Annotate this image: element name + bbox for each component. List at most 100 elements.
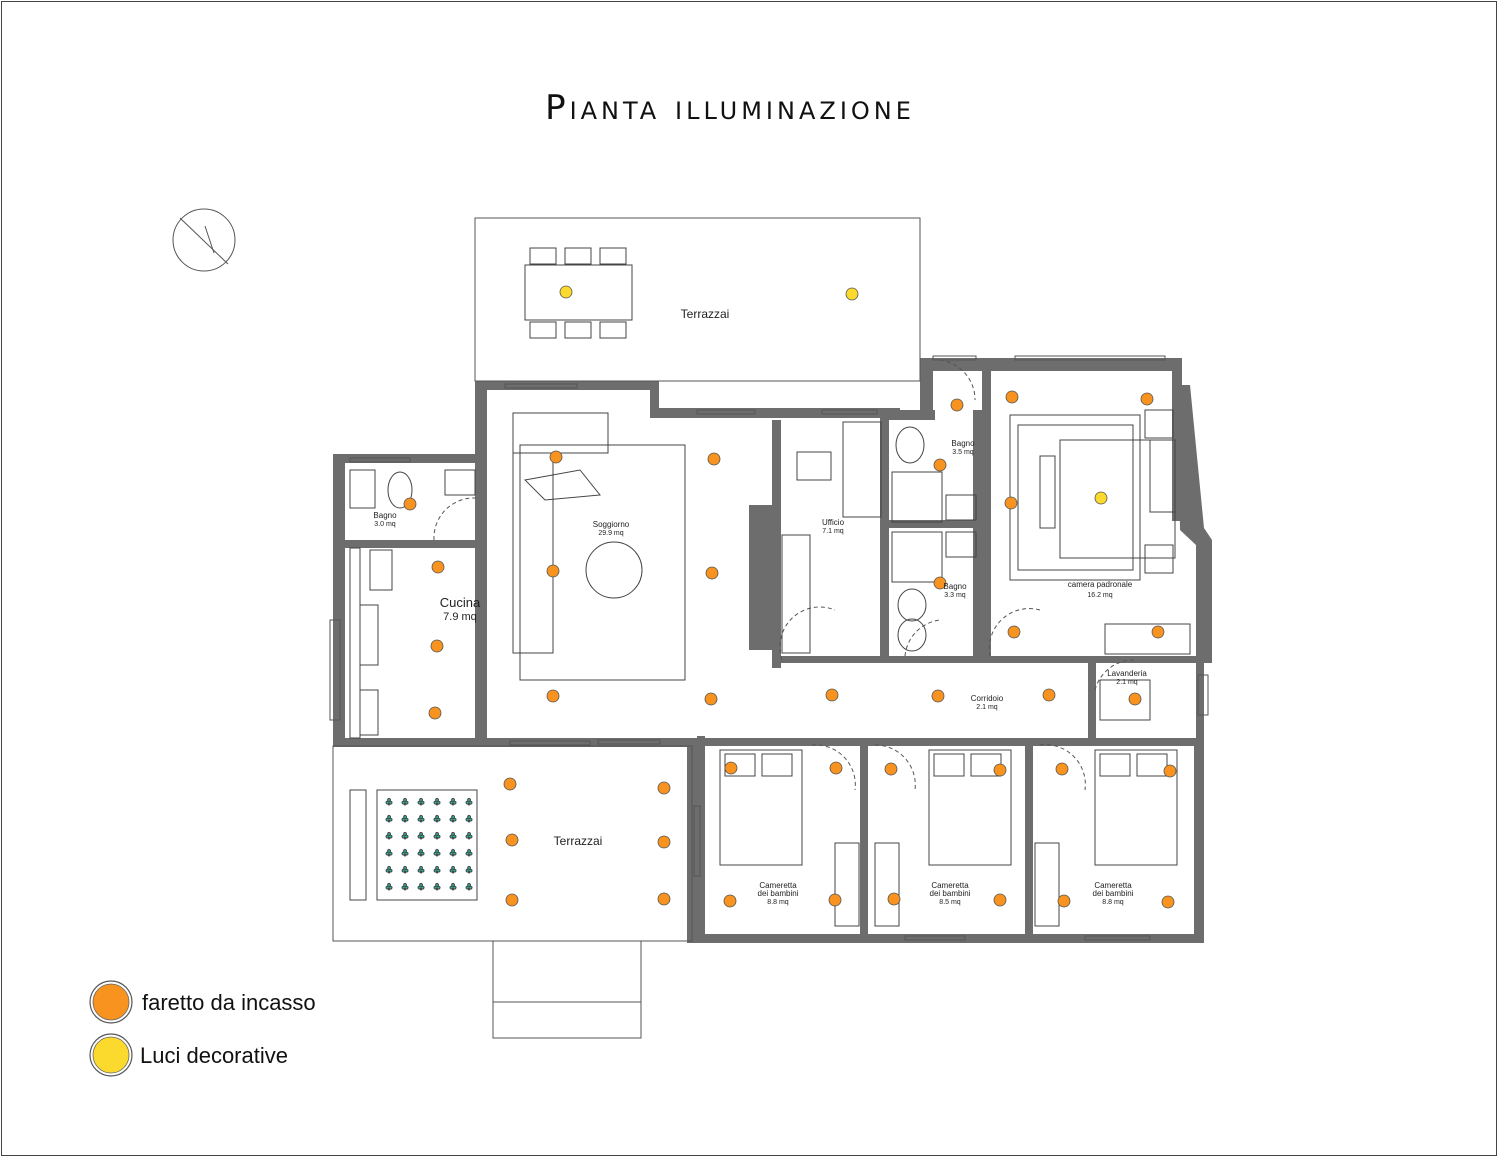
room-name: Bagno — [943, 582, 967, 591]
room-name: Ufficio — [822, 518, 845, 527]
wall — [333, 738, 692, 747]
recessed-spot-icon — [1004, 496, 1018, 510]
recessed-spot-icon — [993, 893, 1007, 907]
plant-icon: ♣ — [417, 832, 425, 842]
recessed-spot-icon — [1151, 625, 1165, 639]
plant-icon: ♣ — [417, 798, 425, 808]
plant-icon: ♣ — [433, 832, 441, 842]
plant-icon: ♣ — [417, 815, 425, 825]
room-name: Soggiorno — [593, 520, 630, 529]
pillow — [933, 753, 965, 777]
plant-icon: ♣ — [385, 849, 393, 859]
door-swing — [1039, 744, 1086, 791]
recessed-spot-icon — [1042, 688, 1056, 702]
wardrobe — [1034, 842, 1060, 927]
recessed-spot-icon — [724, 761, 738, 775]
window — [509, 740, 591, 746]
chair — [599, 247, 627, 265]
plant-icon: ♣ — [417, 866, 425, 876]
lounger — [349, 789, 367, 901]
north-arrow-icon — [204, 225, 215, 254]
wardrobe — [834, 842, 860, 927]
plant-icon: ♣ — [401, 849, 409, 859]
room-name: Bagno — [373, 511, 397, 520]
door-swing — [811, 744, 856, 791]
cabinet — [781, 534, 811, 654]
plant-icon: ♣ — [401, 883, 409, 893]
wall — [1094, 656, 1212, 663]
plant-icon: ♣ — [433, 798, 441, 808]
wall — [692, 934, 1204, 943]
nightstand — [1144, 544, 1174, 574]
room-area: 7.9 mq — [443, 611, 477, 623]
room-area: 3.5 mq — [952, 449, 974, 456]
door-swing — [874, 744, 916, 791]
plant-icon: ♣ — [385, 832, 393, 842]
sofa — [512, 412, 609, 454]
wall — [333, 454, 345, 746]
wall — [982, 371, 991, 656]
toilet — [895, 426, 925, 464]
window — [597, 739, 661, 745]
plant-icon: ♣ — [465, 798, 473, 808]
wall — [475, 381, 651, 390]
recessed-spot-icon — [505, 833, 519, 847]
room-area: 16.2 mq — [1087, 592, 1112, 599]
legend-label: Luci decorative — [140, 1043, 288, 1068]
plant-icon: ♣ — [465, 849, 473, 859]
chair — [529, 321, 557, 339]
chair — [564, 247, 592, 265]
plant-icon: ♣ — [449, 849, 457, 859]
window — [821, 409, 878, 415]
dining-table — [524, 264, 633, 321]
wall — [880, 410, 935, 420]
plant-icon: ♣ — [417, 883, 425, 893]
room-area: 7.1 mq — [822, 528, 844, 535]
bench — [1039, 455, 1056, 529]
plant-icon: ♣ — [465, 883, 473, 893]
room-name: Bagno — [951, 439, 975, 448]
plant-icon: ♣ — [385, 815, 393, 825]
washbasin — [945, 494, 977, 521]
wall — [920, 358, 933, 420]
recessed-spot-icon — [549, 450, 563, 464]
rug-inner — [1017, 424, 1134, 571]
washing-machine — [1099, 679, 1151, 721]
sofa — [512, 452, 554, 654]
recessed-spot-icon — [1055, 762, 1069, 776]
recessed-spot-icon — [403, 497, 417, 511]
single-bed — [928, 749, 1012, 866]
pillow — [724, 753, 756, 777]
window — [1084, 935, 1151, 941]
plant-icon: ♣ — [401, 866, 409, 876]
wall — [1088, 656, 1096, 746]
room-area: 3.0 mq — [374, 521, 396, 528]
room-area: 8.8 mq — [767, 899, 789, 906]
recessed-spot-icon — [705, 566, 719, 580]
wall — [650, 408, 772, 418]
plant-icon: ♣ — [433, 866, 441, 876]
single-bed — [719, 749, 803, 866]
wall — [920, 358, 1182, 371]
recessed-spot-icon — [1161, 895, 1175, 909]
recessed-spot-icon — [657, 892, 671, 906]
wall — [345, 540, 487, 548]
wall — [475, 381, 487, 746]
toilet — [387, 471, 413, 509]
armchair — [523, 469, 601, 501]
recessed-spot-icon — [503, 777, 517, 791]
room-area: 29.9 mq — [598, 530, 623, 537]
wall — [749, 505, 773, 650]
recessed-spot-icon — [657, 835, 671, 849]
window — [696, 409, 756, 415]
room-area: 2.1 mq — [1116, 679, 1138, 686]
recessed-spot-icon — [829, 761, 843, 775]
door-swing — [433, 497, 477, 541]
wall — [780, 656, 1212, 663]
plant-icon: ♣ — [449, 815, 457, 825]
toilet — [897, 588, 927, 622]
recessed-spot-icon — [430, 639, 444, 653]
room-name: Lavanderia — [1107, 669, 1147, 678]
pillow — [1136, 753, 1168, 777]
